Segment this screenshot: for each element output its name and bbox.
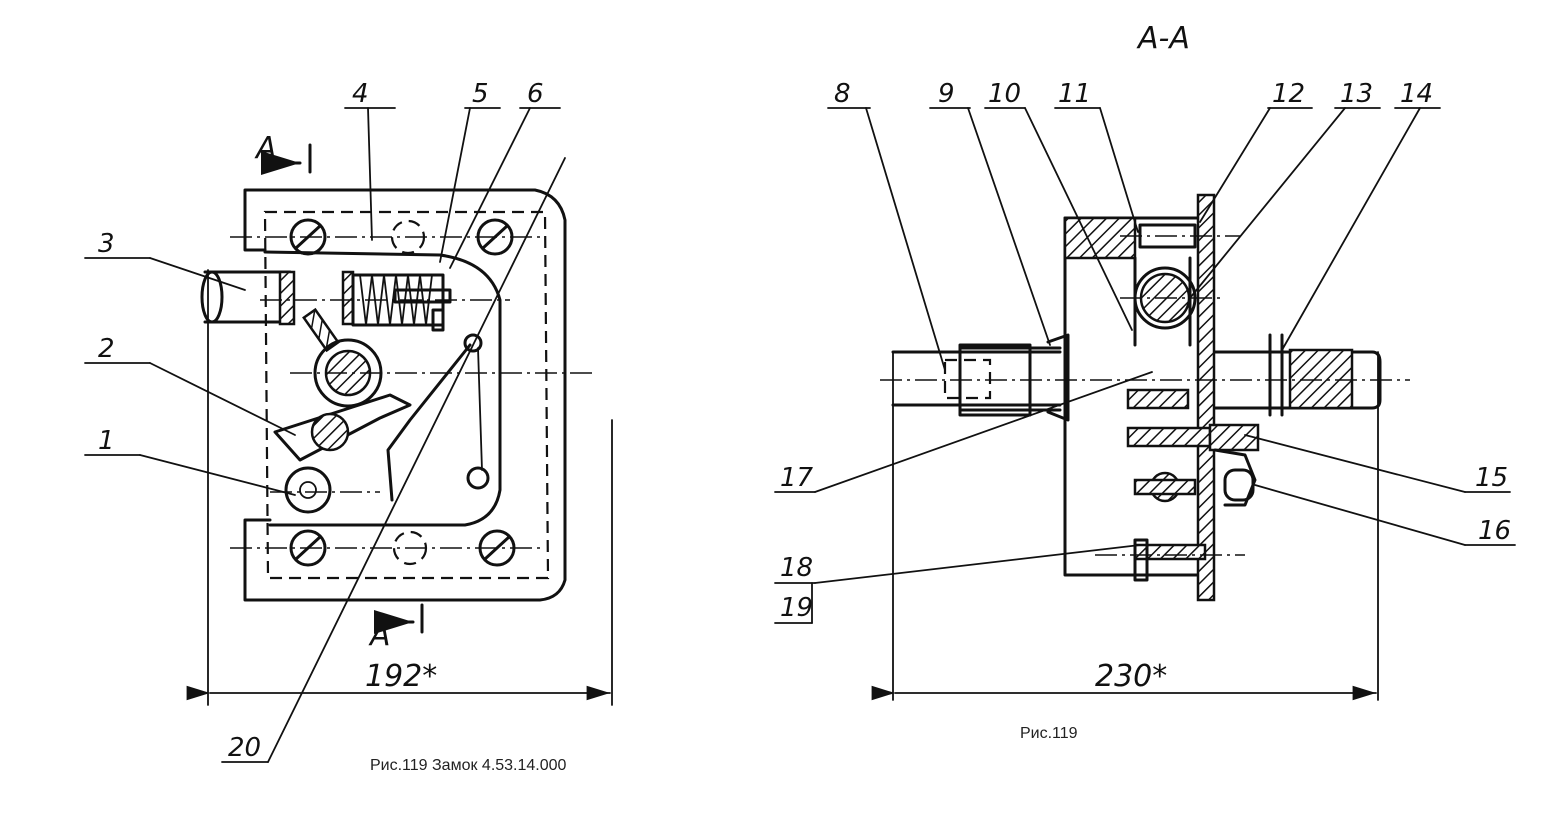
section-marker-top-label: A [254, 131, 277, 166]
section-marker-top: A [254, 131, 312, 175]
label-18: 18 [780, 553, 813, 583]
caption-left: Рис.119 Замок 4.53.14.000 [370, 757, 567, 774]
label-20: 20 [228, 733, 261, 763]
label-9: 9 [938, 79, 955, 109]
label-4: 4 [352, 79, 369, 109]
latch-bolt [200, 270, 355, 326]
label-16: 16 [1478, 516, 1511, 546]
label-14: 14 [1400, 79, 1433, 109]
dimension-230: 230* [871, 659, 1377, 701]
label-13: 13 [1340, 79, 1373, 109]
dimension-192-label: 192* [365, 659, 437, 694]
hatched-block-top [1063, 216, 1137, 260]
label-5: 5 [472, 79, 489, 109]
label-3: 3 [98, 229, 115, 259]
spring [351, 273, 452, 332]
cam-lever [273, 307, 412, 462]
base-plate [1196, 193, 1216, 602]
section-title: А-А [1136, 21, 1190, 56]
spring-wire [386, 333, 490, 502]
dimension-230-label: 230* [1095, 659, 1167, 694]
label-1: 1 [98, 426, 115, 456]
section-marker-bottom: A [368, 603, 424, 653]
mounting-frame-dashed [263, 210, 550, 580]
roller [270, 466, 380, 514]
label-11: 11 [1058, 79, 1091, 109]
left-leaders [84, 107, 566, 763]
left-view: A A 192* 1 2 3 4 5 6 20 [84, 79, 613, 774]
label-17: 17 [780, 463, 814, 493]
right-leaders [774, 107, 1516, 624]
label-19: 19 [780, 593, 813, 623]
label-12: 12 [1272, 79, 1305, 109]
label-6: 6 [527, 79, 544, 109]
label-2: 2 [98, 334, 115, 364]
label-15: 15 [1475, 463, 1508, 493]
dimension-192: 192* [186, 659, 611, 701]
caption-right: Рис.119 [1020, 725, 1078, 742]
label-10: 10 [988, 79, 1021, 109]
right-view: А-А [774, 21, 1516, 742]
label-8: 8 [834, 79, 851, 109]
